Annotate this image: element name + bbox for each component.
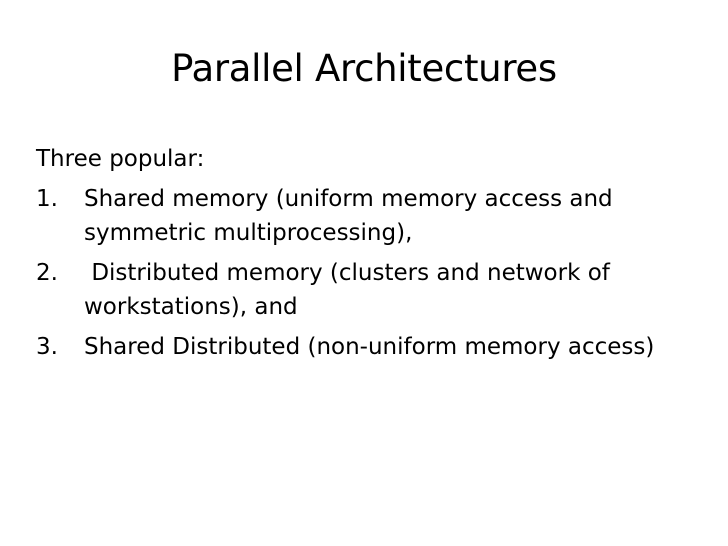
list-item-text: Distributed memory (clusters and network…: [84, 260, 618, 320]
slide-title: Parallel Architectures: [171, 47, 557, 90]
list-item: 2. Distributed memory (clusters and netw…: [36, 256, 706, 324]
list-item-text: Shared Distributed (non-uniform memory a…: [84, 334, 655, 360]
list-item-number: 3.: [36, 334, 58, 360]
list-item-number: 1.: [36, 186, 58, 212]
list-item: 3. Shared Distributed (non-uniform memor…: [36, 330, 706, 364]
intro-text: Three popular:: [36, 146, 205, 172]
list-item: 1. Shared memory (uniform memory access …: [36, 182, 706, 250]
list-item-number: 2.: [36, 260, 58, 286]
list-item-text: Shared memory (uniform memory access and…: [84, 186, 613, 246]
numbered-list: 1. Shared memory (uniform memory access …: [36, 182, 706, 364]
slide-body: Three popular: 1. Shared memory (uniform…: [36, 142, 706, 370]
